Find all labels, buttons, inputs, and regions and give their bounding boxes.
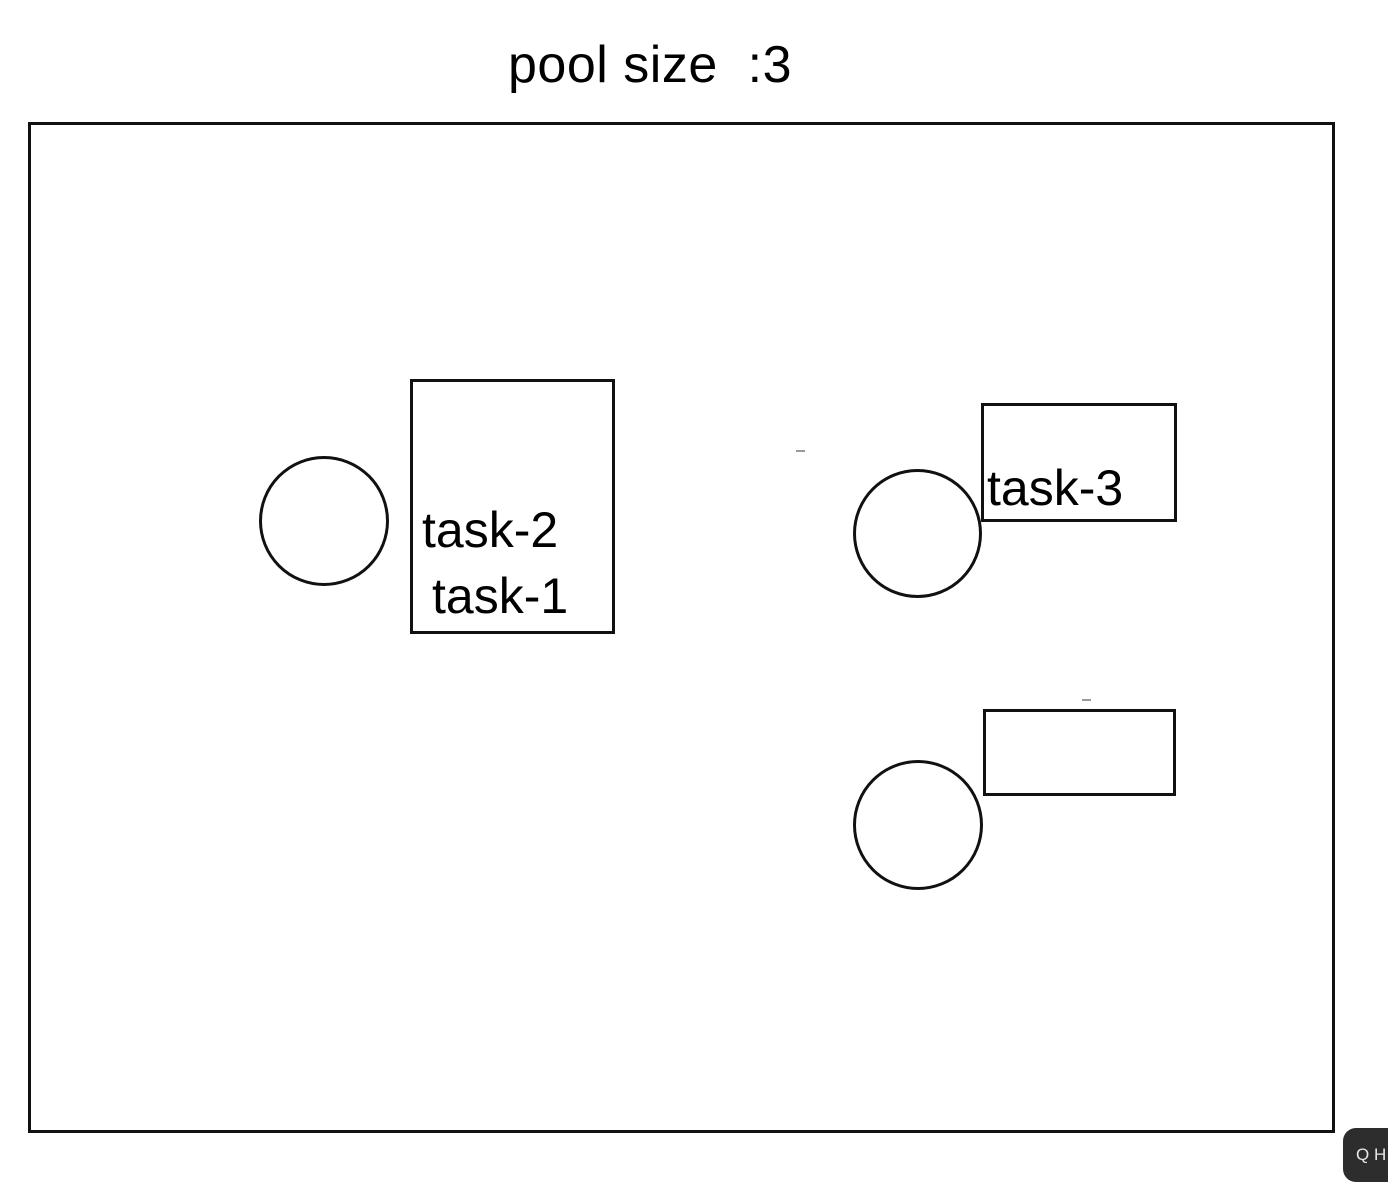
worker-circle-3[interactable] bbox=[853, 760, 983, 890]
thread-pool-frame: task-2 task-1 task-3 bbox=[28, 122, 1335, 1133]
task-label-task-3: task-3 bbox=[987, 460, 1124, 516]
diagram-canvas: pool size :3 task-2 task-1 task-3 Q H bbox=[28, 36, 1388, 1182]
stray-tick-mark-right bbox=[1082, 699, 1091, 701]
page-title: pool size :3 bbox=[508, 36, 792, 94]
task-3-box[interactable]: task-3 bbox=[981, 403, 1177, 522]
task-queue-box[interactable]: task-2 task-1 bbox=[410, 379, 615, 634]
stray-tick-mark-left bbox=[796, 450, 805, 452]
worker-circle-2[interactable] bbox=[853, 469, 982, 598]
task-label-task-1: task-1 bbox=[432, 568, 569, 624]
empty-task-box[interactable] bbox=[983, 709, 1176, 796]
worker-circle-1[interactable] bbox=[259, 456, 389, 586]
corner-overlay-widget[interactable]: Q H bbox=[1343, 1128, 1388, 1182]
task-label-task-2: task-2 bbox=[422, 502, 559, 558]
corner-widget-label: Q H bbox=[1356, 1145, 1387, 1164]
